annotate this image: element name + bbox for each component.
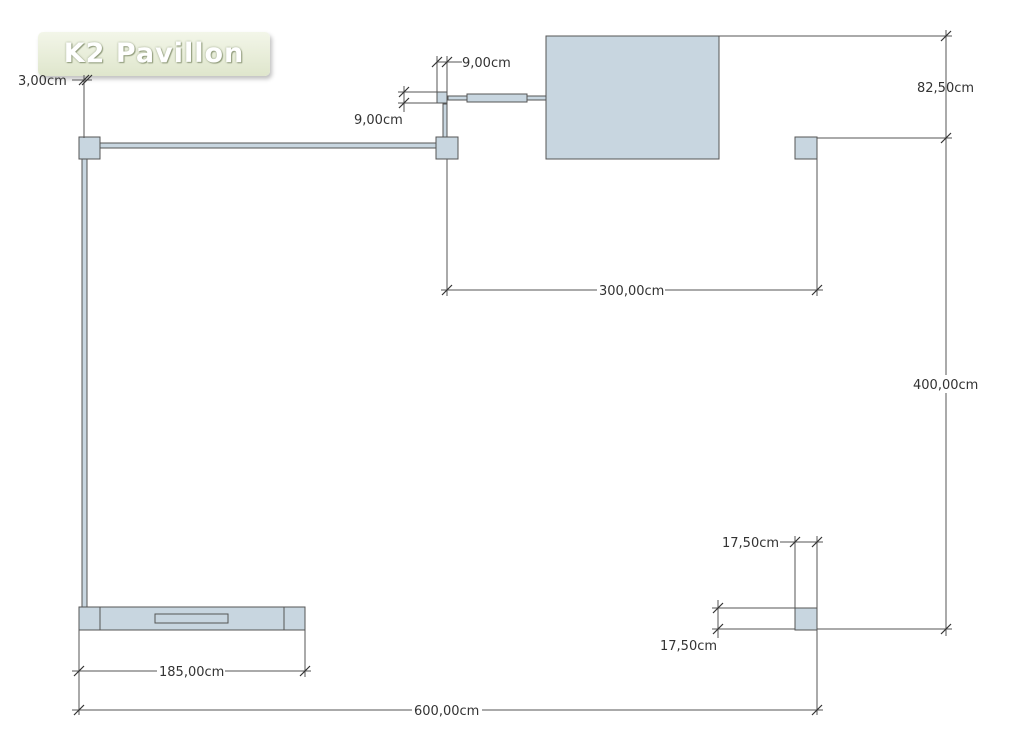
logo-text: K2 Pavillon	[63, 38, 245, 69]
post-top-middle	[435, 136, 459, 160]
connector-sleeve	[466, 93, 528, 103]
dim-label-17-5-bottom: 17,50cm	[660, 639, 717, 654]
dim-tick-17-top-a	[789, 536, 801, 548]
left-wall-bar	[81, 157, 88, 609]
dim-tick-185b	[299, 665, 311, 677]
dim-tick-82-top	[940, 30, 952, 42]
dim-label-17-5-top: 17,50cm	[722, 536, 779, 551]
dim-label-9-horizontal: 9,00cm	[462, 56, 511, 71]
dim-tick-9h-a	[431, 56, 443, 68]
dim-tick-3a	[78, 74, 90, 86]
dim-label-3: 3,00cm	[18, 74, 67, 89]
post-top-left	[78, 136, 101, 160]
dim-label-9-vertical: 9,00cm	[354, 113, 403, 128]
post-bottom-right	[794, 607, 818, 631]
dim-label-82-5: 82,50cm	[917, 81, 974, 96]
dim-label-185: 185,00cm	[159, 665, 224, 680]
connector-vertical	[442, 103, 448, 139]
dim-tick-9v-a	[398, 86, 410, 98]
bottom-counter-right-post	[283, 606, 306, 631]
dim-tick-600b	[811, 704, 823, 716]
dim-tick-17-top-b	[811, 536, 823, 548]
connector-rod-right	[526, 95, 548, 101]
dim-tick-600a	[73, 704, 85, 716]
top-wall-bar	[99, 142, 437, 149]
dim-label-300: 300,00cm	[599, 284, 664, 299]
dim-tick-82-bottom	[940, 132, 952, 144]
dim-tick-400-bottom	[940, 623, 952, 635]
dim-tick-17-bottom-a	[712, 602, 724, 614]
connector-rod	[447, 95, 468, 101]
label-bg-400	[910, 375, 984, 393]
post-small-top	[436, 91, 448, 104]
dim-label-600: 600,00cm	[414, 704, 479, 719]
logo-badge: K2 Pavillon	[38, 32, 270, 76]
dim-tick-185a	[73, 665, 85, 677]
label-bg-185	[157, 663, 225, 679]
post-top-right	[794, 136, 818, 160]
dim-label-400: 400,00cm	[913, 378, 978, 393]
dim-tick-300b	[811, 284, 823, 296]
dim-tick-9v-b	[398, 97, 410, 109]
dim-tick-300a	[441, 284, 453, 296]
table-top	[545, 35, 720, 160]
bottom-counter-left-post	[78, 606, 101, 631]
dim-tick-9h-b	[441, 56, 453, 68]
label-bg-600	[412, 702, 482, 718]
dim-tick-3b	[81, 74, 93, 86]
bottom-counter-slot	[154, 613, 229, 624]
label-bg-300	[597, 282, 665, 298]
dim-tick-17-bottom-b	[712, 623, 724, 635]
